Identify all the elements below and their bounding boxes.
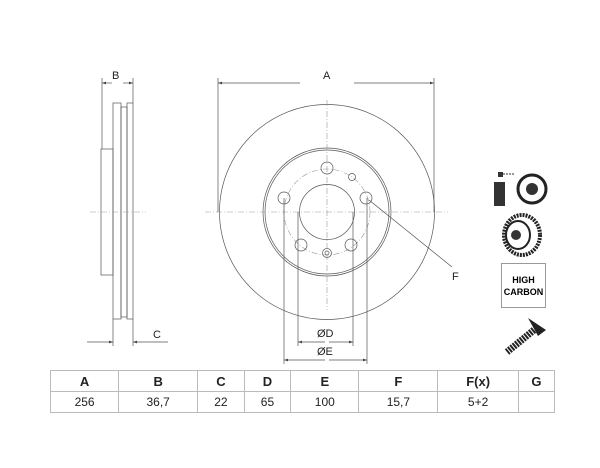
value-cell: 5+2: [437, 391, 519, 413]
header-cell: F: [358, 370, 439, 392]
value-cell: 15,7: [358, 391, 439, 413]
value-cell: 100: [290, 391, 360, 413]
dim-a-label: A: [323, 70, 331, 82]
front-view: A ØD ØE F: [205, 70, 459, 364]
header-cell: E: [290, 370, 360, 392]
disc-sensor-icon: [494, 172, 548, 206]
header-cell: B: [118, 370, 199, 392]
dim-e-label: ØE: [317, 346, 333, 358]
header-cell: F(x): [437, 370, 519, 392]
header-cell: G: [517, 370, 556, 392]
value-cell: 256: [49, 391, 120, 413]
value-cell: 36,7: [118, 391, 199, 413]
header-cell: A: [49, 370, 120, 392]
badge-line1: HIGH: [512, 274, 535, 285]
vented-disc-icon: [502, 213, 542, 257]
screw-icon: [504, 318, 546, 355]
header-cell: C: [197, 370, 245, 392]
badge-line2: CARBON: [503, 286, 544, 297]
dim-f-label: F: [452, 271, 459, 283]
dim-b-label: B: [112, 70, 119, 82]
value-cell: 65: [243, 391, 292, 413]
dim-c-label: C: [153, 329, 161, 341]
dim-d-label: ØD: [317, 328, 334, 340]
value-cell: 22: [197, 391, 245, 413]
side-view: B C: [87, 70, 168, 346]
header-cell: D: [243, 370, 292, 392]
value-cell: [517, 391, 556, 413]
